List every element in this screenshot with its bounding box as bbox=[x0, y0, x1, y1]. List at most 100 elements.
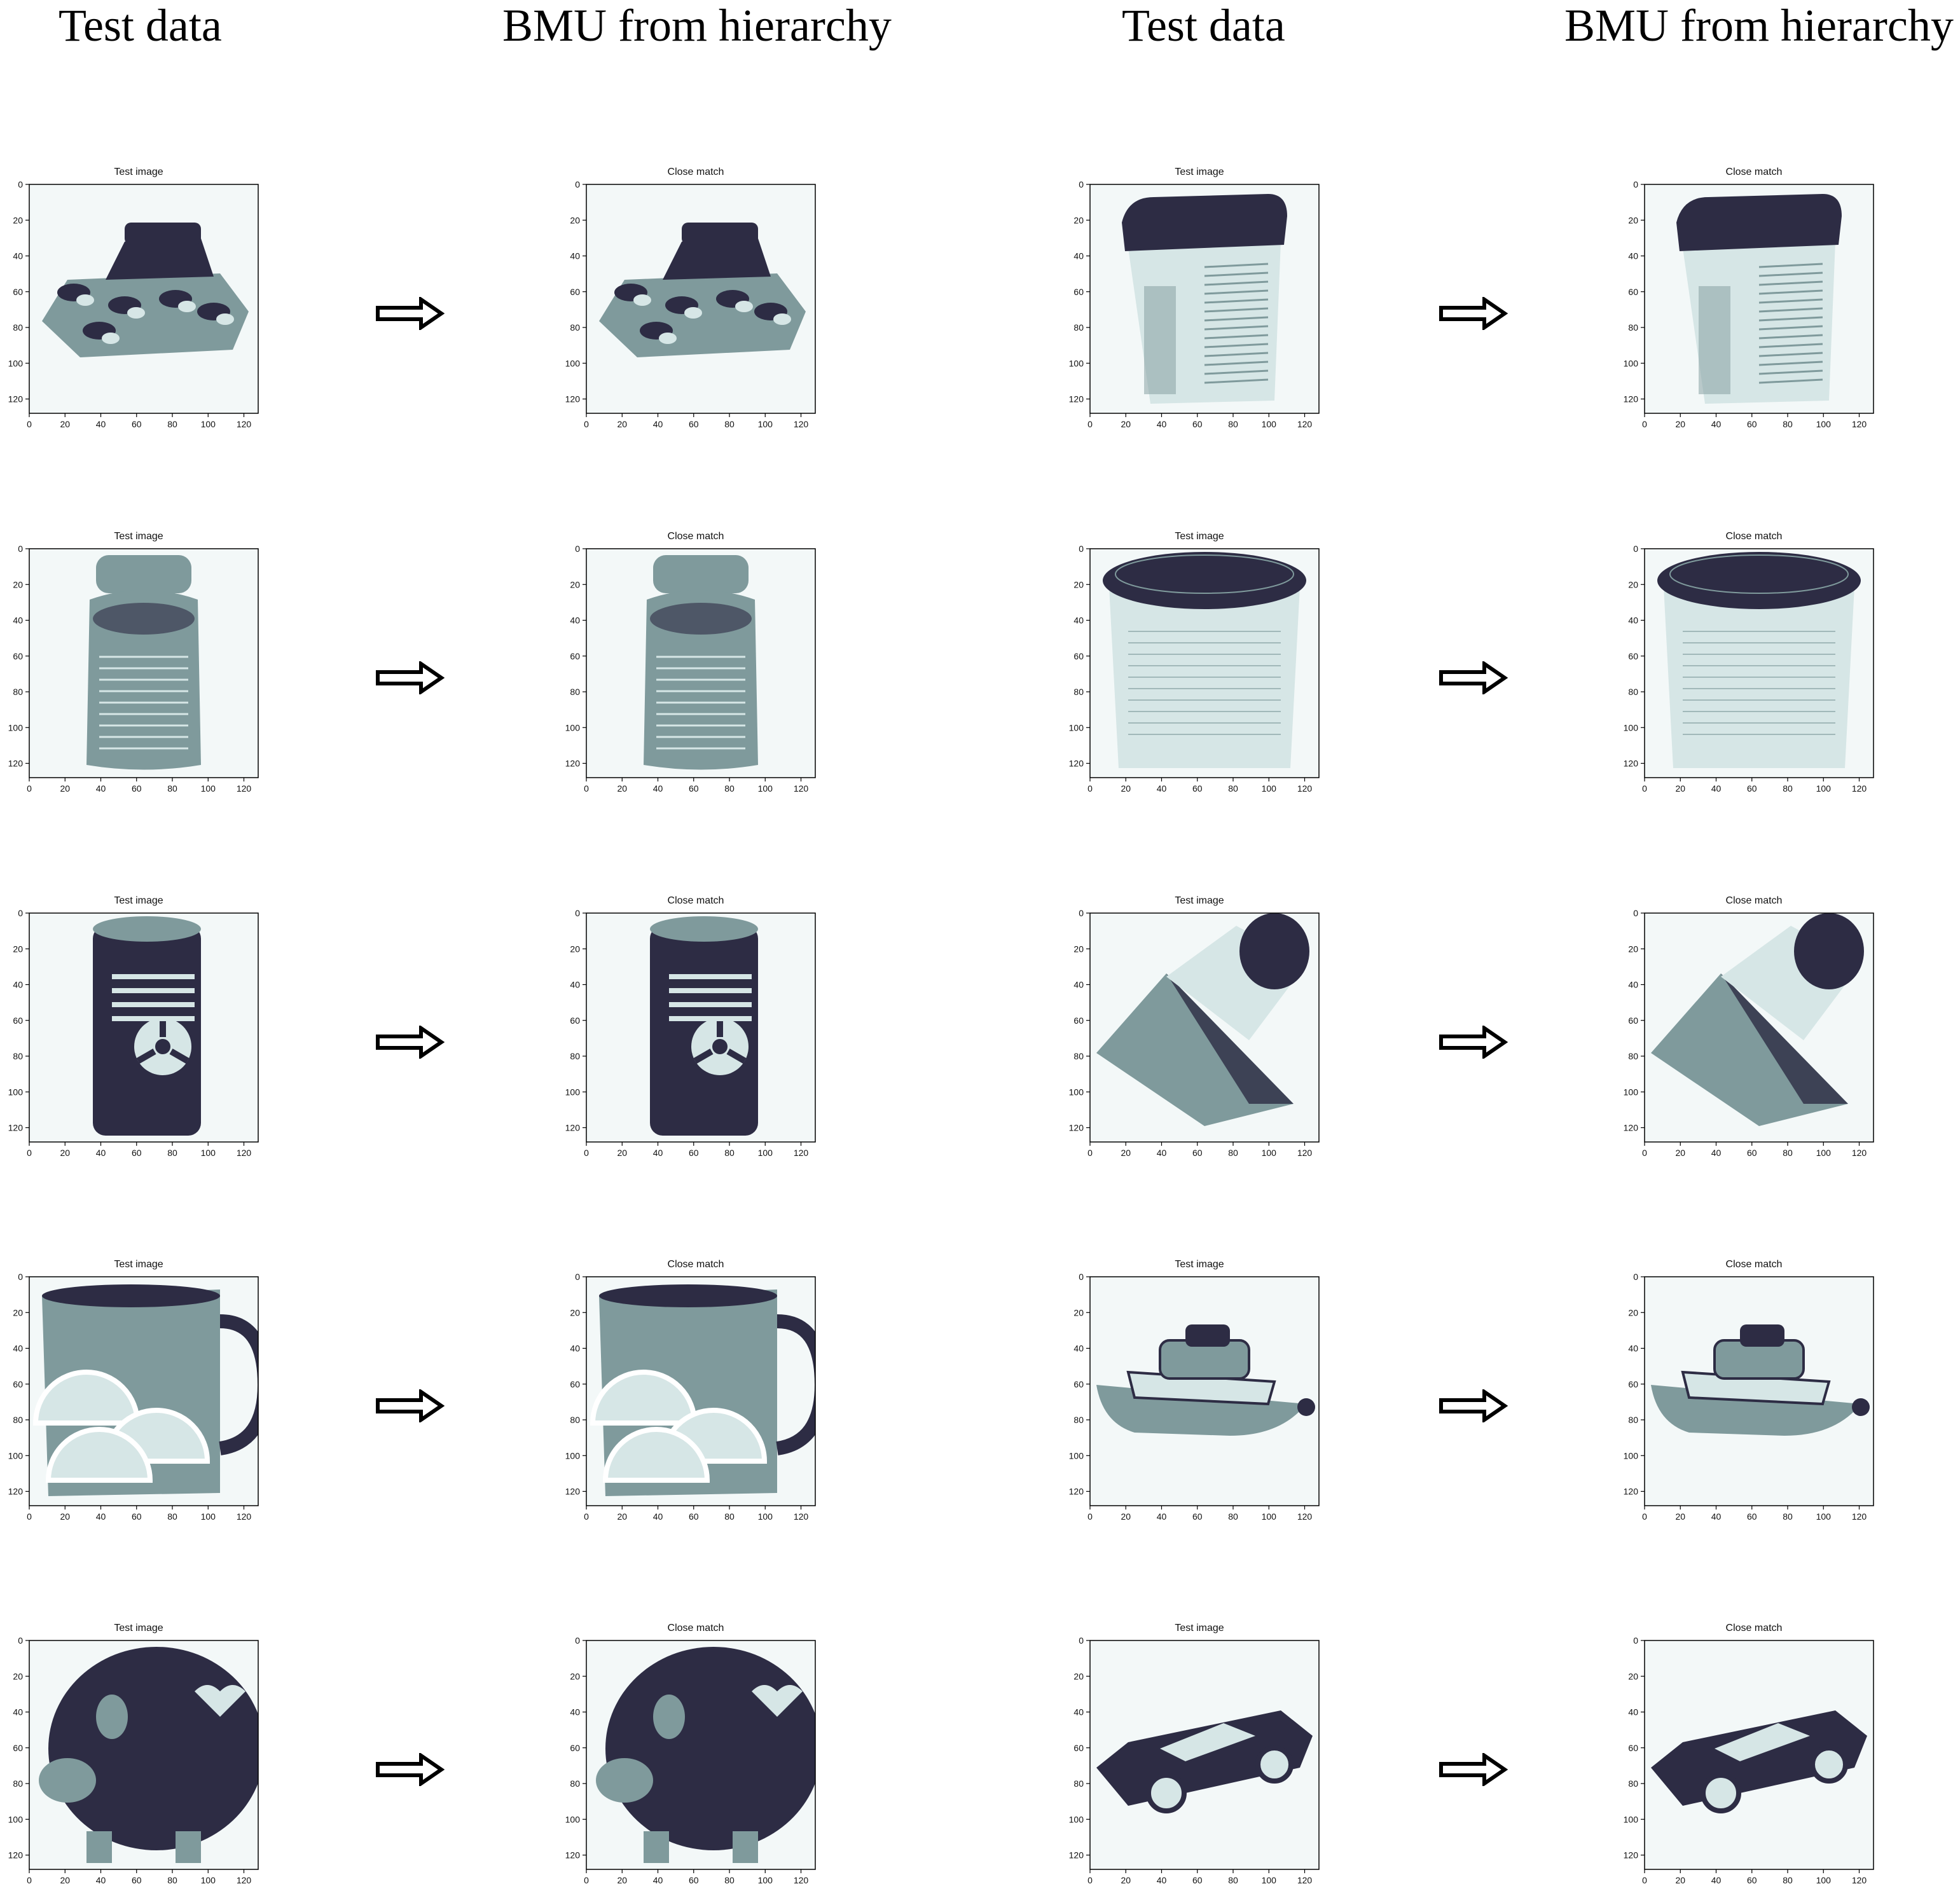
object-tank bbox=[42, 223, 249, 357]
x-tick-label: 60 bbox=[689, 1511, 699, 1522]
x-tick-label: 80 bbox=[724, 783, 735, 794]
x-tick-label: 80 bbox=[1783, 419, 1793, 429]
object-i-love-ny-piggy-bank bbox=[39, 1647, 258, 1863]
x-tick-label: 40 bbox=[1711, 783, 1722, 794]
x-tick-label: 40 bbox=[96, 783, 106, 794]
y-tick-label: 40 bbox=[1628, 251, 1638, 261]
y-tick-label: 80 bbox=[1628, 1051, 1638, 1061]
x-tick-label: 120 bbox=[1297, 1875, 1313, 1885]
y-tick-label: 20 bbox=[13, 215, 23, 225]
y-tick-label: 40 bbox=[570, 1344, 580, 1354]
plot-frame bbox=[1644, 912, 1874, 1143]
right-arrow-icon bbox=[376, 1753, 445, 1786]
x-tick-label: 60 bbox=[1192, 419, 1203, 429]
y-tick-label: 0 bbox=[575, 1272, 580, 1282]
right-arrow-icon bbox=[1439, 1753, 1508, 1786]
y-tick-label: 40 bbox=[570, 251, 580, 261]
y-tick-label: 100 bbox=[1069, 358, 1084, 368]
x-tick-label: 20 bbox=[1675, 1511, 1685, 1522]
header-bmu-left: BMU from hierarchy bbox=[502, 0, 892, 51]
x-tick-label: 100 bbox=[201, 419, 216, 429]
y-tick-label: 120 bbox=[8, 394, 24, 404]
panel-title: Close match bbox=[667, 1623, 724, 1633]
y-tick-label: 60 bbox=[13, 1015, 23, 1026]
x-tick-label: 80 bbox=[1228, 1148, 1238, 1158]
x-tick-label: 80 bbox=[1228, 419, 1238, 429]
y-tick-label: 80 bbox=[1073, 322, 1084, 333]
x-tick-label: 20 bbox=[1121, 1148, 1131, 1158]
y-tick-label: 60 bbox=[570, 651, 580, 661]
y-tick-label: 40 bbox=[13, 980, 23, 990]
x-tick-label: 40 bbox=[96, 1875, 106, 1885]
panel-title: Test image bbox=[114, 1259, 163, 1270]
plot-frame bbox=[1644, 184, 1874, 414]
y-tick-label: 80 bbox=[1073, 687, 1084, 697]
panel-title: Test image bbox=[1175, 1259, 1224, 1270]
x-tick-label: 40 bbox=[96, 1148, 106, 1158]
x-tick-label: 40 bbox=[653, 1511, 663, 1522]
x-tick-label: 20 bbox=[60, 419, 70, 429]
y-tick-label: 60 bbox=[570, 1743, 580, 1753]
y-tick-label: 40 bbox=[13, 1344, 23, 1354]
x-tick-label: 100 bbox=[758, 419, 773, 429]
y-tick-label: 0 bbox=[18, 1272, 23, 1282]
plot-frame bbox=[586, 1640, 816, 1870]
y-tick-label: 80 bbox=[570, 687, 580, 697]
x-tick-label: 0 bbox=[1642, 1148, 1647, 1158]
plot-frame bbox=[29, 1640, 259, 1870]
y-tick-label: 100 bbox=[8, 358, 24, 368]
x-tick-label: 40 bbox=[96, 1511, 106, 1522]
x-tick-label: 0 bbox=[1087, 419, 1093, 429]
x-tick-label: 60 bbox=[132, 1511, 142, 1522]
y-tick-label: 20 bbox=[570, 215, 580, 225]
x-tick-label: 100 bbox=[1816, 783, 1832, 794]
panel-title: Test image bbox=[114, 531, 163, 542]
x-tick-label: 120 bbox=[1297, 1148, 1313, 1158]
y-tick-label: 60 bbox=[1073, 1379, 1084, 1389]
object-cinnamon-box bbox=[1122, 194, 1287, 404]
plot-frame bbox=[29, 912, 259, 1143]
y-tick-label: 100 bbox=[565, 722, 581, 732]
y-tick-label: 20 bbox=[570, 1307, 580, 1317]
right-arrow-icon bbox=[1439, 661, 1508, 694]
x-tick-label: 20 bbox=[617, 783, 627, 794]
y-tick-label: 60 bbox=[13, 1743, 23, 1753]
x-tick-label: 60 bbox=[1192, 1875, 1203, 1885]
y-tick-label: 80 bbox=[1628, 322, 1638, 333]
plot-frame bbox=[586, 548, 816, 778]
x-tick-label: 40 bbox=[1157, 419, 1167, 429]
x-tick-label: 0 bbox=[1642, 419, 1647, 429]
x-tick-label: 20 bbox=[60, 1511, 70, 1522]
header-test-data-right: Test data bbox=[1122, 0, 1285, 51]
y-tick-label: 100 bbox=[1624, 1450, 1639, 1461]
header-bmu-right: BMU from hierarchy bbox=[1564, 0, 1954, 51]
x-tick-label: 0 bbox=[584, 783, 589, 794]
y-tick-label: 40 bbox=[1073, 1707, 1084, 1717]
y-tick-label: 80 bbox=[1628, 687, 1638, 697]
panel-title: Close match bbox=[667, 531, 724, 542]
y-tick-label: 20 bbox=[13, 579, 23, 589]
x-tick-label: 60 bbox=[689, 1875, 699, 1885]
x-tick-label: 100 bbox=[201, 1875, 216, 1885]
y-tick-label: 120 bbox=[1069, 394, 1084, 404]
x-tick-label: 100 bbox=[1262, 1148, 1277, 1158]
y-tick-label: 0 bbox=[1079, 1272, 1084, 1282]
x-tick-label: 60 bbox=[1192, 783, 1203, 794]
y-tick-label: 60 bbox=[1628, 1743, 1638, 1753]
plot-frame bbox=[1089, 912, 1320, 1143]
panel-title: Close match bbox=[667, 167, 724, 177]
